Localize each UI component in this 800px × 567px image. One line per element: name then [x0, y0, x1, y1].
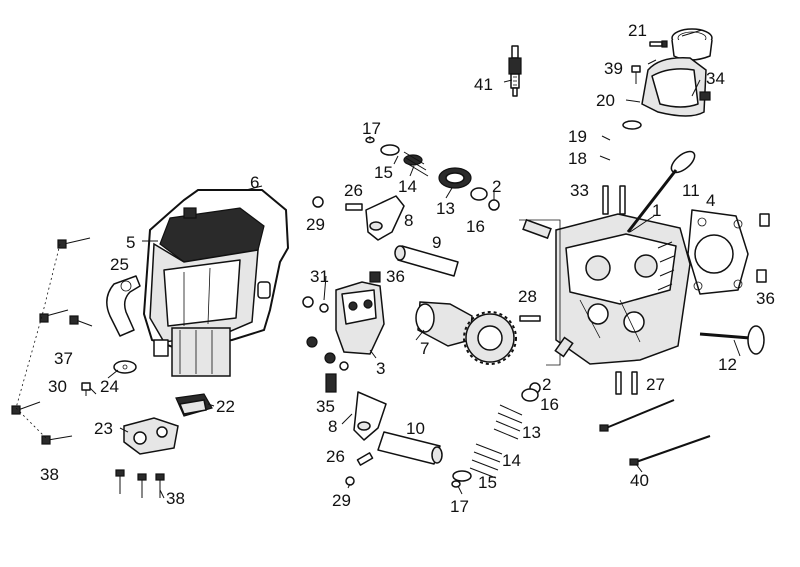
valve-cover — [142, 189, 290, 377]
callout-17: 17 — [362, 119, 381, 138]
callout-10: 10 — [406, 419, 425, 438]
callout-22: 22 — [216, 397, 235, 416]
callout-16: 16 — [466, 217, 485, 236]
callout-17-lower: 17 — [450, 497, 469, 516]
callout-33: 33 — [570, 181, 589, 200]
callout-13: 13 — [436, 199, 455, 218]
spark-plug — [508, 45, 522, 97]
callout-4: 4 — [706, 191, 715, 210]
callout-31: 31 — [310, 267, 329, 286]
breather-tube — [106, 275, 141, 337]
callout-labels: 21 39 34 20 41 17 15 14 13 2 16 19 18 33… — [40, 21, 775, 516]
callout-21: 21 — [628, 21, 647, 40]
callout-40: 40 — [630, 471, 649, 490]
callout-13-lower: 13 — [522, 423, 541, 442]
callout-23: 23 — [94, 419, 113, 438]
callout-38: 38 — [40, 465, 59, 484]
callout-25: 25 — [110, 255, 129, 274]
callout-19: 19 — [568, 127, 587, 146]
callout-37: 37 — [54, 349, 73, 368]
callout-28: 28 — [518, 287, 537, 306]
valves — [626, 150, 765, 355]
callout-11: 11 — [682, 181, 700, 200]
callout-36-right: 36 — [756, 289, 775, 308]
callout-5: 5 — [126, 233, 135, 252]
callout-41: 41 — [474, 75, 493, 94]
callout-15: 15 — [374, 163, 393, 182]
callout-26: 26 — [344, 181, 363, 200]
callout-7: 7 — [420, 339, 429, 358]
callout-27: 27 — [646, 375, 665, 394]
callout-8: 8 — [404, 211, 413, 230]
camshaft — [415, 301, 517, 365]
callout-3: 3 — [376, 359, 385, 378]
callout-24: 24 — [100, 377, 119, 396]
left-bolts — [11, 237, 165, 498]
callout-12: 12 — [718, 355, 737, 374]
callout-26-lower: 26 — [326, 447, 345, 466]
callout-2: 2 — [492, 177, 501, 196]
callout-35: 35 — [316, 397, 335, 416]
bolt-dash-line — [15, 243, 61, 439]
callout-6: 6 — [250, 173, 259, 192]
leader-lines — [89, 29, 741, 499]
stud-bolts — [599, 399, 711, 466]
callout-38-lower: 38 — [166, 489, 185, 508]
callout-29-lower: 29 — [332, 491, 351, 510]
left-small-parts — [69, 315, 213, 455]
callout-2-lower: 2 — [542, 375, 551, 394]
callout-34: 34 — [706, 69, 725, 88]
callout-14: 14 — [398, 177, 417, 196]
callout-18: 18 — [568, 149, 587, 168]
callout-1: 1 — [652, 201, 661, 220]
valve-springs — [365, 136, 541, 488]
intake-manifold — [622, 28, 713, 130]
callout-14-lower: 14 — [502, 451, 521, 470]
cylinder-head — [519, 185, 770, 395]
callout-8-lower: 8 — [328, 417, 337, 436]
callout-16-lower: 16 — [540, 395, 559, 414]
callout-20: 20 — [596, 91, 615, 110]
rocker-assembly — [302, 195, 459, 486]
callout-15-lower: 15 — [478, 473, 497, 492]
callout-9: 9 — [432, 233, 441, 252]
callout-39: 39 — [604, 59, 623, 78]
callout-29: 29 — [306, 215, 325, 234]
callout-30: 30 — [48, 377, 67, 396]
callout-36: 36 — [386, 267, 405, 286]
